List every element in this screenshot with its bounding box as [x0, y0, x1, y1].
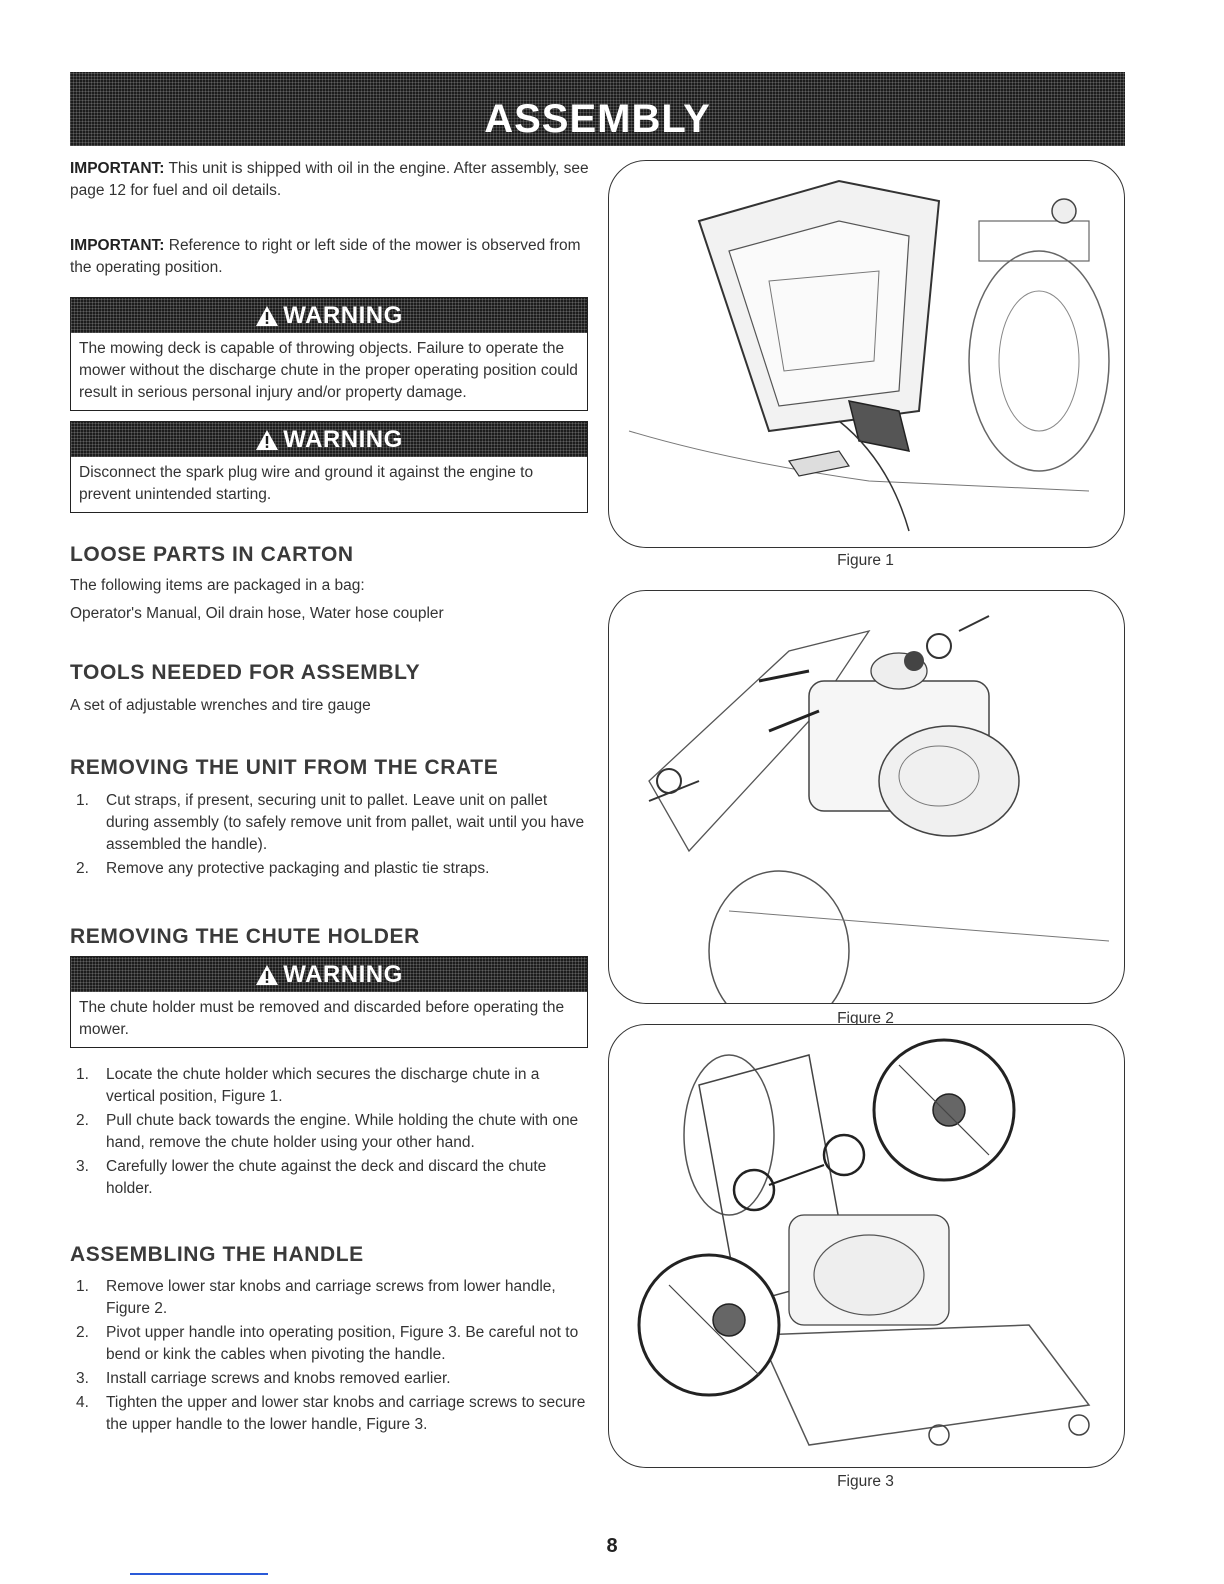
important-label: IMPORTANT: [70, 160, 165, 177]
list-item: 3.Install carriage screws and knobs remo… [76, 1370, 451, 1387]
page-title: ASSEMBLY [484, 96, 711, 141]
loose-parts-line1: The following items are packaged in a ba… [70, 577, 365, 594]
footer-line [130, 1573, 268, 1575]
warning-triangle-icon [256, 305, 279, 326]
warning-title: WARNING [283, 960, 403, 988]
page-number: 8 [606, 1535, 618, 1557]
header-banner: ASSEMBLY [70, 72, 1125, 146]
crate-steps: 1.Cut straps, if present, securing unit … [70, 790, 590, 882]
list-item: 2.Pull chute back towards the engine. Wh… [76, 1112, 579, 1151]
handle-steps: 1.Remove lower star knobs and carriage s… [70, 1276, 590, 1438]
warning-triangle-icon [256, 964, 279, 985]
list-item: 1.Cut straps, if present, securing unit … [76, 792, 585, 853]
tools-line1: A set of adjustable wrenches and tire ga… [70, 697, 371, 714]
list-item: 1.Remove lower star knobs and carriage s… [76, 1278, 556, 1317]
important-text: This unit is shipped with oil in the eng… [70, 160, 589, 199]
warning-header: WARNING [71, 298, 587, 333]
figure-2-illustration [608, 590, 1125, 1004]
important-text: Reference to right or left side of the m… [70, 237, 581, 276]
chute-holder-illustration [628, 179, 1110, 532]
list-item: 1.Locate the chute holder which secures … [76, 1066, 540, 1105]
warning-box-deck: WARNING The mowing deck is capable of th… [70, 297, 588, 411]
warning-text: The mowing deck is capable of throwing o… [79, 340, 578, 401]
warning-box-chute-holder: WARNING The chute holder must be removed… [70, 956, 588, 1048]
section-title-tools: TOOLS NEEDED FOR ASSEMBLY [70, 661, 421, 684]
figure-3-illustration [608, 1024, 1125, 1468]
section-title-loose-parts: LOOSE PARTS IN CARTON [70, 543, 354, 566]
list-item: 3.Carefully lower the chute against the … [76, 1158, 547, 1197]
important-label: IMPORTANT: [70, 237, 165, 254]
warning-text: The chute holder must be removed and dis… [79, 999, 565, 1038]
chute-steps: 1.Locate the chute holder which secures … [70, 1064, 590, 1202]
warning-triangle-icon [256, 429, 279, 450]
figure-caption: Figure 1 [837, 552, 894, 569]
warning-header: WARNING [71, 957, 587, 992]
list-item: 2.Remove any protective packaging and pl… [76, 860, 490, 877]
figure-caption: Figure 3 [837, 1473, 894, 1490]
section-title-chute: REMOVING THE CHUTE HOLDER [70, 925, 420, 948]
warning-title: WARNING [283, 425, 403, 453]
warning-box-spark-plug: WARNING Disconnect the spark plug wire a… [70, 421, 588, 513]
warning-text: Disconnect the spark plug wire and groun… [79, 464, 534, 503]
list-item: 2.Pivot upper handle into operating posi… [76, 1324, 579, 1363]
figure-1-illustration [608, 160, 1125, 548]
upper-handle-assembly-illustration [637, 1038, 1091, 1446]
figure-caption: Figure 2 [837, 1010, 894, 1027]
section-title-handle: ASSEMBLING THE HANDLE [70, 1243, 364, 1266]
warning-header: WARNING [71, 422, 587, 457]
loose-parts-line2: Operator's Manual, Oil drain hose, Water… [70, 605, 444, 622]
lower-handle-knobs-illustration [648, 615, 1110, 1003]
section-title-crate: REMOVING THE UNIT FROM THE CRATE [70, 756, 499, 779]
important-note-oil: IMPORTANT: This unit is shipped with oil… [70, 158, 590, 202]
list-item: 4.Tighten the upper and lower star knobs… [76, 1394, 586, 1433]
important-note-sides: IMPORTANT: Reference to right or left si… [70, 235, 590, 279]
warning-title: WARNING [283, 301, 403, 329]
